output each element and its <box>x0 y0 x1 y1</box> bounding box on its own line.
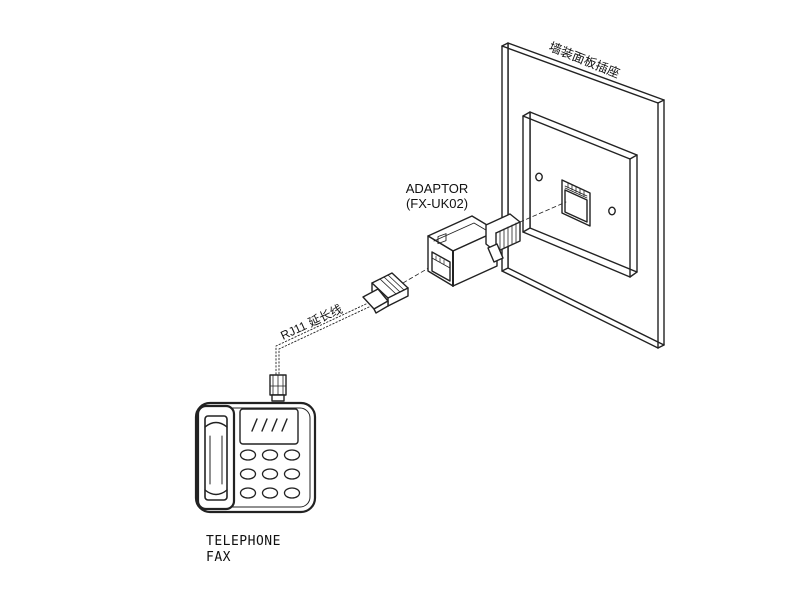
adaptor-label: ADAPTOR (FX-UK02) <box>397 181 477 211</box>
telephone-icon <box>194 401 317 514</box>
wall-socket-jack <box>561 179 591 227</box>
cable-label: RJ11 延长线 <box>278 302 344 343</box>
rj11-cable <box>275 303 370 376</box>
adaptor-name: ADAPTOR <box>405 181 469 196</box>
rj11-plug <box>362 272 409 314</box>
screw-left <box>535 172 543 182</box>
device-label: TELEPHONE FAX <box>206 534 281 566</box>
adaptor-plug <box>485 213 521 263</box>
wall-socket-faceplate <box>522 111 638 278</box>
screw-right <box>608 206 616 216</box>
device-label-telephone: TELEPHONE <box>206 534 281 549</box>
device-label-fax: FAX <box>206 550 231 565</box>
handset <box>196 404 236 511</box>
keypad <box>239 449 301 499</box>
adaptor-model: (FX-UK02) <box>405 196 469 211</box>
phone-side-plug <box>269 374 287 402</box>
alignment-line <box>519 201 567 223</box>
display-panel <box>239 408 299 445</box>
